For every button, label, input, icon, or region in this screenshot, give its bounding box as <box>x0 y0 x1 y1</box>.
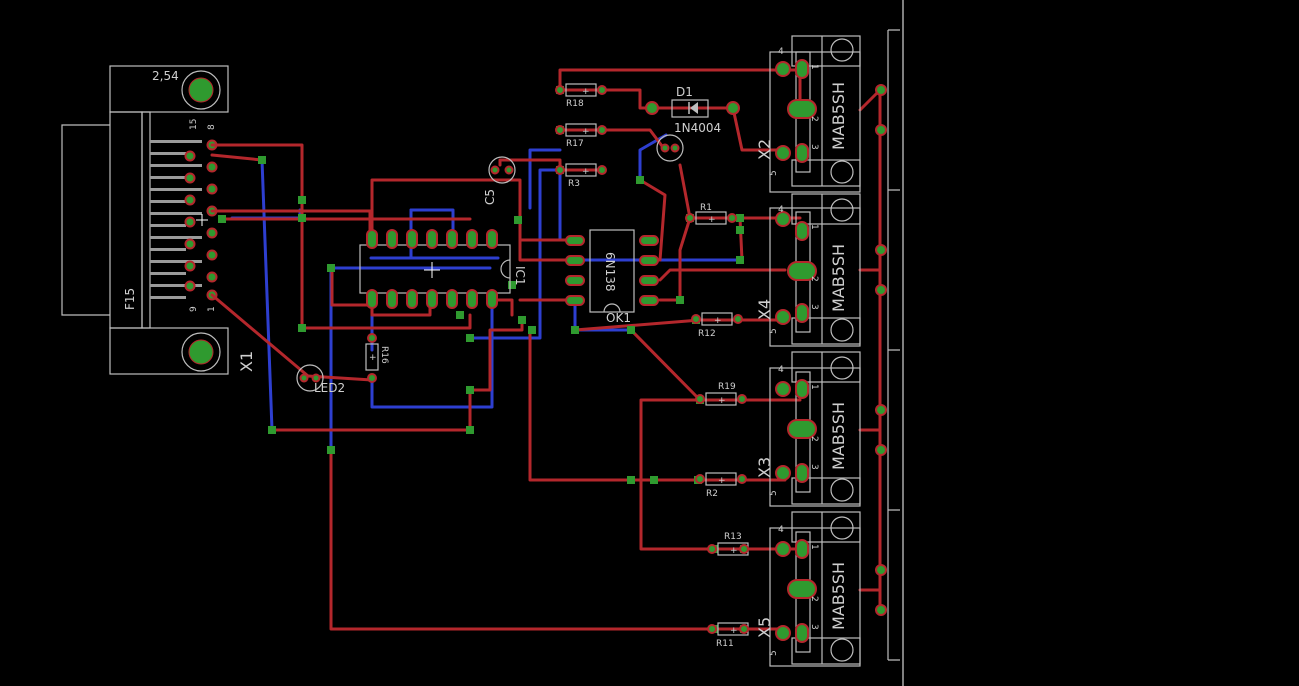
din-mounting-pads <box>875 29 900 661</box>
svg-text:+: + <box>730 546 738 556</box>
x5-pin-2: 2 <box>809 596 819 602</box>
x2-pin-3: 3 <box>809 144 819 150</box>
svg-text:+: + <box>708 215 716 225</box>
x2-pin-2: 2 <box>809 116 819 122</box>
x3-pin-1: 1 <box>809 384 819 390</box>
connector-name-label: X1 <box>237 351 256 372</box>
x5-pin-3: 3 <box>809 624 819 630</box>
diode-name: D1 <box>676 85 693 99</box>
x3-name: X3 <box>755 457 774 478</box>
x3-pin-4: 4 <box>778 365 784 375</box>
x3-value: MAB5SH <box>829 402 848 470</box>
resistor-r1-label: R1 <box>700 203 712 213</box>
x5-pin-1: 1 <box>809 544 819 550</box>
din-connector-x3: 4 1 2 3 5 MAB5SH X3 <box>755 351 861 507</box>
x2-pin-1: 1 <box>809 64 819 70</box>
x3-pin-2: 2 <box>809 436 819 442</box>
optocoupler-name: OK1 <box>606 311 631 325</box>
ic1-label: IC1 <box>513 266 527 286</box>
resistor-r19-label: R19 <box>718 382 736 392</box>
x2-pin-4: 4 <box>778 47 784 57</box>
pin-label-8: 8 <box>207 124 217 130</box>
din-connector-x2: 4 1 2 3 5 MAB5SH X2 <box>755 35 861 193</box>
vias <box>218 86 748 633</box>
x2-value: MAB5SH <box>829 82 848 150</box>
x5-name: X5 <box>755 617 774 638</box>
svg-text:+: + <box>369 353 377 363</box>
svg-text:+: + <box>582 167 590 177</box>
x3-pin-3: 3 <box>809 464 819 470</box>
capacitor-c5: C5 <box>483 156 516 205</box>
x4-pin-5: 5 <box>769 328 779 334</box>
resistor-r3: + R3 <box>555 163 607 189</box>
svg-text:+: + <box>582 127 590 137</box>
resistor-r17-label: R17 <box>566 139 584 149</box>
svg-text:+: + <box>714 316 722 326</box>
pin-label-15: 15 <box>189 119 199 130</box>
resistor-r18-label: R18 <box>566 99 584 109</box>
resistor-r3-label: R3 <box>568 179 580 189</box>
pin-label-9: 9 <box>189 306 199 312</box>
resistor-r13-label: R13 <box>724 532 742 542</box>
x4-pin-1: 1 <box>809 224 819 230</box>
din-connector-x5: 4 1 2 3 5 MAB5SH X5 <box>755 511 861 667</box>
resistor-r17: + R17 <box>555 123 607 149</box>
led-led2: LED2 <box>296 364 345 395</box>
x4-pin-4: 4 <box>778 205 784 215</box>
x5-pin-5: 5 <box>769 650 779 656</box>
optocoupler-ok1: 6N138 OK1 <box>565 229 659 325</box>
x4-pin-3: 3 <box>809 304 819 310</box>
resistor-r18: + R18 <box>555 83 607 109</box>
svg-text:+: + <box>730 626 738 636</box>
connector-value-label: F15 <box>123 288 137 310</box>
pin-label-1: 1 <box>207 306 217 312</box>
x2-name: X2 <box>755 139 774 160</box>
din-connector-x4: 4 1 2 3 5 MAB5SH X4 <box>755 193 861 347</box>
x5-value: MAB5SH <box>829 562 848 630</box>
resistor-r12-label: R12 <box>698 329 716 339</box>
optocoupler-value: 6N138 <box>603 252 617 292</box>
resistor-r11: + R11 <box>707 622 749 649</box>
resistor-r13: + R13 <box>707 532 749 556</box>
resistor-r2: + R2 <box>695 472 747 499</box>
resistor-r2-label: R2 <box>706 489 718 499</box>
diode-value: 1N4004 <box>674 121 721 135</box>
led-name: LED2 <box>314 381 345 395</box>
svg-text:+: + <box>718 476 726 486</box>
svg-text:+: + <box>582 87 590 97</box>
x3-pin-5: 5 <box>769 490 779 496</box>
x4-pin-2: 2 <box>809 276 819 282</box>
resistor-r1: + R1 <box>685 203 737 225</box>
x2-pin-5: 5 <box>769 170 779 176</box>
resistor-r16: + R16 <box>365 333 389 383</box>
transistor-outline <box>656 134 684 162</box>
x4-name: X4 <box>755 299 774 320</box>
x4-value: MAB5SH <box>829 244 848 312</box>
connector-pitch-label: 2,54 <box>152 69 179 83</box>
ic1-dip14: IC1 <box>359 229 527 309</box>
resistor-r11-label: R11 <box>716 639 734 649</box>
svg-text:+: + <box>718 396 726 406</box>
capacitor-name: C5 <box>483 189 497 205</box>
x5-pin-4: 4 <box>778 525 784 535</box>
top-layer-traces <box>210 68 882 631</box>
resistor-r19: + R19 <box>695 382 747 406</box>
resistor-r16-label: R16 <box>379 346 389 364</box>
resistor-r12: + R12 <box>691 312 743 339</box>
diode-d1: D1 1N4004 <box>645 85 740 135</box>
